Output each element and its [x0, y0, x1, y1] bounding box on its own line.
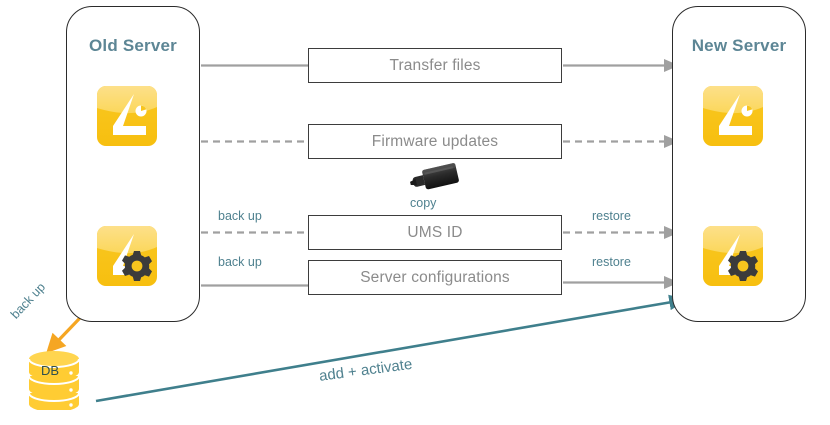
usb-copy-label: copy	[410, 196, 437, 210]
flow-box-transfer-files[interactable]: Transfer files	[308, 48, 562, 83]
igel-app-icon[interactable]	[96, 85, 158, 147]
igel-app-icon[interactable]	[702, 85, 764, 147]
caption-restore-ums-id: restore	[592, 209, 631, 223]
igel-app-config-gear-icon[interactable]	[96, 225, 158, 287]
flow-box-firmware-updates[interactable]: Firmware updates	[308, 124, 562, 159]
igel-app-config-gear-icon[interactable]	[702, 225, 764, 287]
flow-box-ums-id[interactable]: UMS ID	[308, 215, 562, 250]
add-activate-arrow	[95, 294, 688, 403]
usb-stick-icon	[410, 163, 459, 190]
caption-back-up-server-configurations: back up	[218, 255, 262, 269]
new-server-title: New Server	[691, 36, 787, 55]
flow-box-server-configurations[interactable]: Server configurations	[308, 260, 562, 295]
database-label: DB	[40, 363, 60, 378]
caption-restore-server-configurations: restore	[592, 255, 631, 269]
caption-back-up-ums-id: back up	[218, 209, 262, 223]
database-cylinder-icon[interactable]	[26, 348, 82, 410]
old-server-title: Old Server	[89, 36, 177, 55]
